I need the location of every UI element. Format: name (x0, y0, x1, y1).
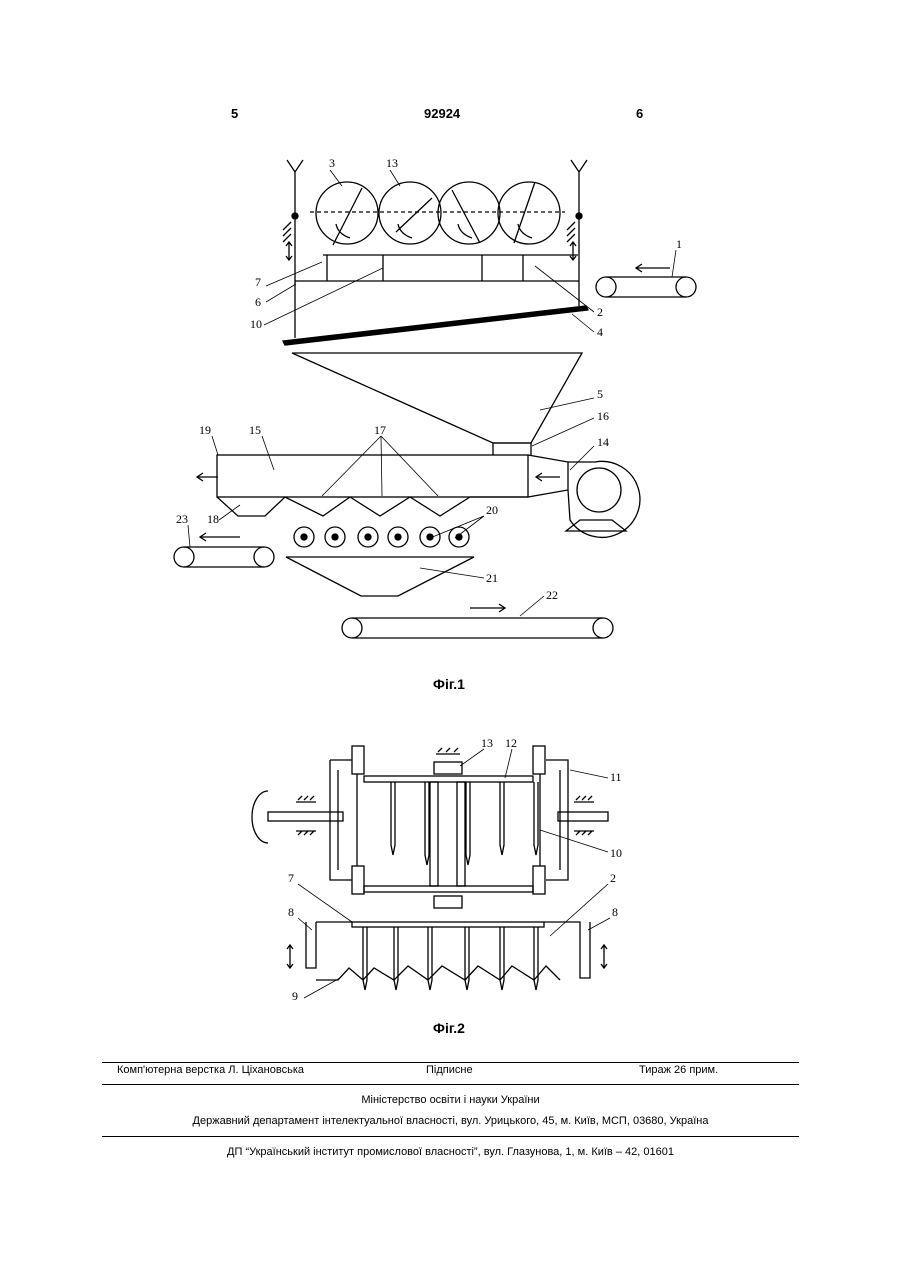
callout: 8 (288, 905, 294, 919)
footer-typesetter: Комп'ютерна верстка Л. Ціхановська (117, 1064, 304, 1076)
footer-ministry: Міністерство освіти і науки України (0, 1094, 901, 1106)
callout: 9 (292, 989, 298, 1003)
figure-2-leaders (298, 749, 610, 998)
callout: 10 (610, 846, 622, 860)
callout: 8 (612, 905, 618, 919)
footer-rule-middle (102, 1084, 799, 1085)
callout: 12 (505, 736, 517, 750)
callout: 13 (481, 736, 493, 750)
figure-2-caption: Фіг.2 (433, 1020, 465, 1036)
footer-department: Державний департамент інтелектуальної вл… (0, 1115, 901, 1127)
frame-11 (330, 746, 568, 908)
footer-rule-top (102, 1062, 799, 1063)
callout: 2 (610, 871, 616, 885)
footer-signed: Підписне (426, 1064, 473, 1076)
callout: 7 (288, 871, 294, 885)
callout: 11 (610, 770, 622, 784)
lower-grate (287, 922, 607, 990)
footer-circulation: Тираж 26 прим. (639, 1064, 718, 1076)
footer-rule-bottom (102, 1136, 799, 1137)
footer-institute: ДП “Український інститут промислової вла… (0, 1146, 901, 1158)
figure-2-drawing: 13 12 11 10 7 2 8 8 9 (0, 0, 901, 1050)
